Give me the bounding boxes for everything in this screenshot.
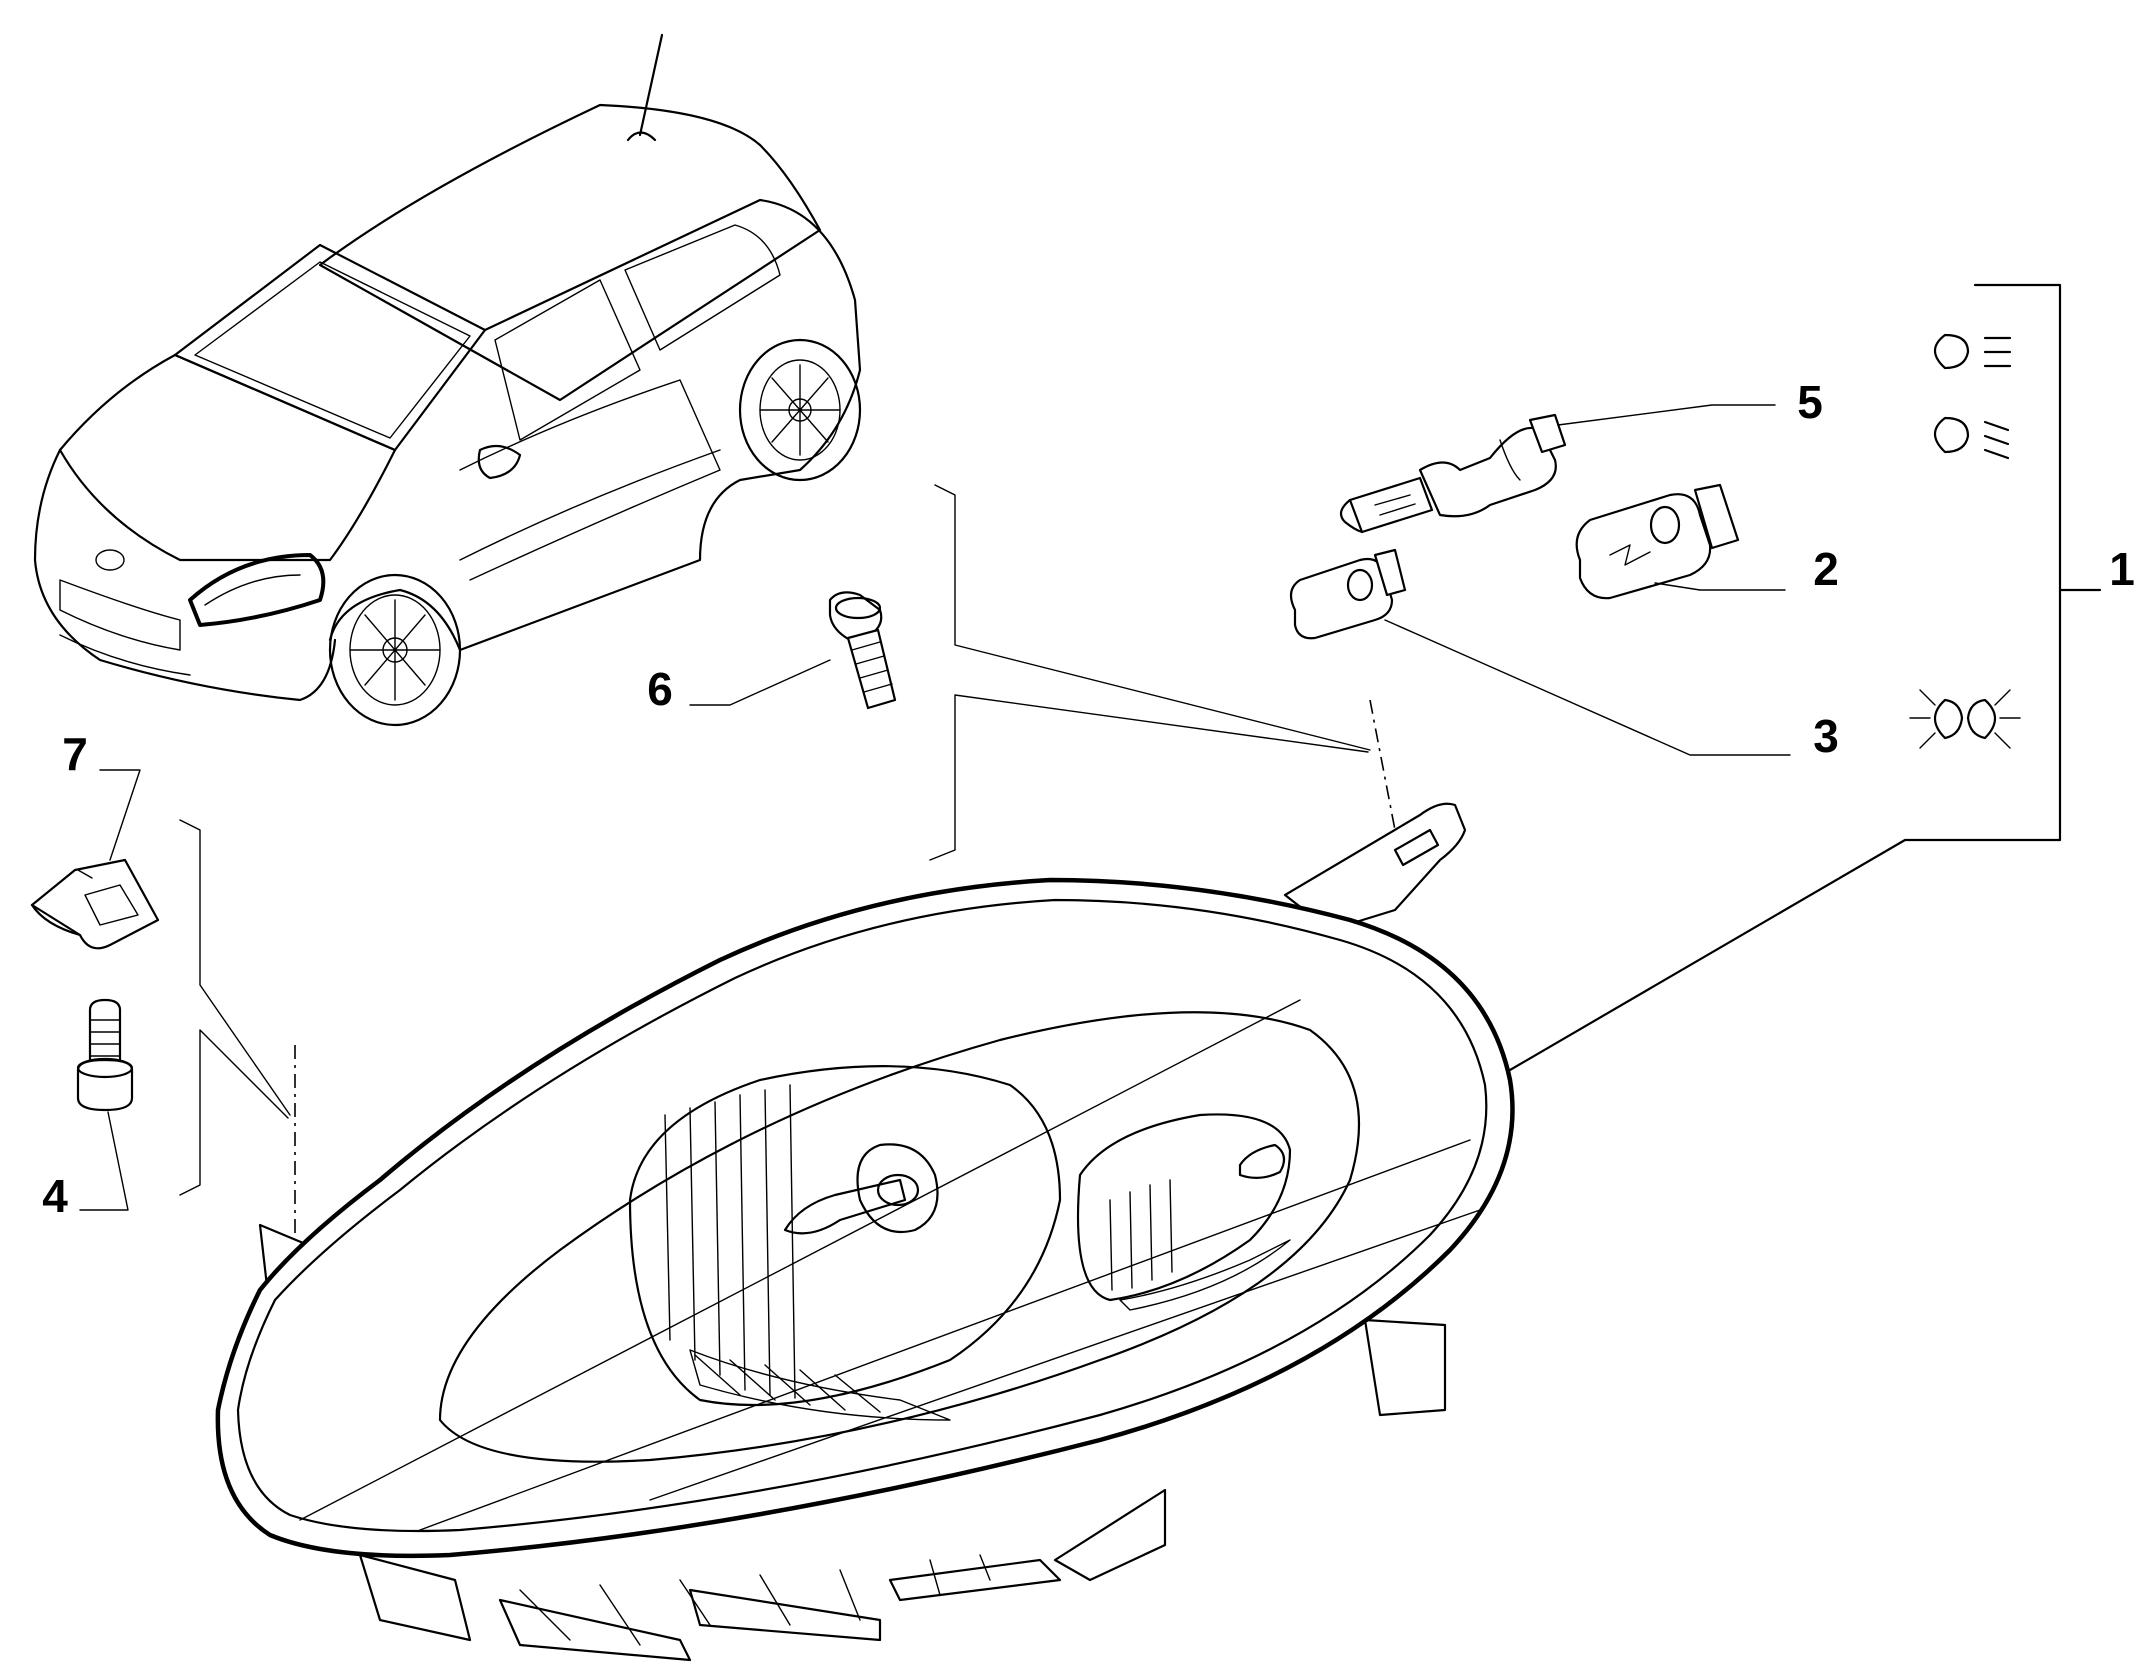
headlamp-assembly <box>215 802 1515 1662</box>
callout-3-leader <box>1384 619 1791 756</box>
reflector-bezel <box>438 1011 1361 1463</box>
callout-7: 7 <box>62 728 88 780</box>
position-light-reflector <box>1076 1113 1292 1302</box>
car-headlamp-highlight <box>188 553 326 627</box>
main-beam-reflector <box>628 1065 1062 1407</box>
bolt-part <box>76 998 134 1112</box>
side-light-icon <box>1909 689 2021 749</box>
car-antenna <box>638 33 664 137</box>
callout-4-leader <box>79 1111 129 1211</box>
callout-2-leader <box>1654 582 1786 591</box>
callout-6: 6 <box>647 663 673 715</box>
car-front <box>33 448 337 702</box>
callout-7-leader <box>99 769 141 861</box>
callout-4: 4 <box>42 1170 68 1222</box>
bulb-socket <box>856 1143 939 1234</box>
high-beam-icon <box>1933 416 2010 460</box>
callout-6-leader <box>689 659 831 706</box>
callout-5: 5 <box>1797 376 1823 428</box>
car-mirror <box>477 444 522 480</box>
car-body-side <box>328 198 862 652</box>
callout-5-leader <box>1557 404 1776 426</box>
car-rear-wheel <box>738 338 862 482</box>
wedge-bulb-large-part <box>1575 483 1740 600</box>
car-illustration <box>33 33 862 727</box>
halogen-bulb-part <box>1339 413 1567 534</box>
callout-1-bracket <box>1508 283 2062 1072</box>
car-roof <box>318 103 822 402</box>
clip-part <box>30 858 160 950</box>
screw-part <box>828 591 897 710</box>
low-beam-icon <box>1933 333 2012 370</box>
callout-1: 1 <box>2109 543 2135 595</box>
car-windshield <box>173 243 487 452</box>
callout-3: 3 <box>1813 710 1839 762</box>
lens-outline <box>215 877 1515 1559</box>
car-front-wheel <box>328 573 462 727</box>
callout-2: 2 <box>1813 543 1839 595</box>
wedge-bulb-small-part <box>1289 548 1407 640</box>
car-hood <box>58 353 397 562</box>
